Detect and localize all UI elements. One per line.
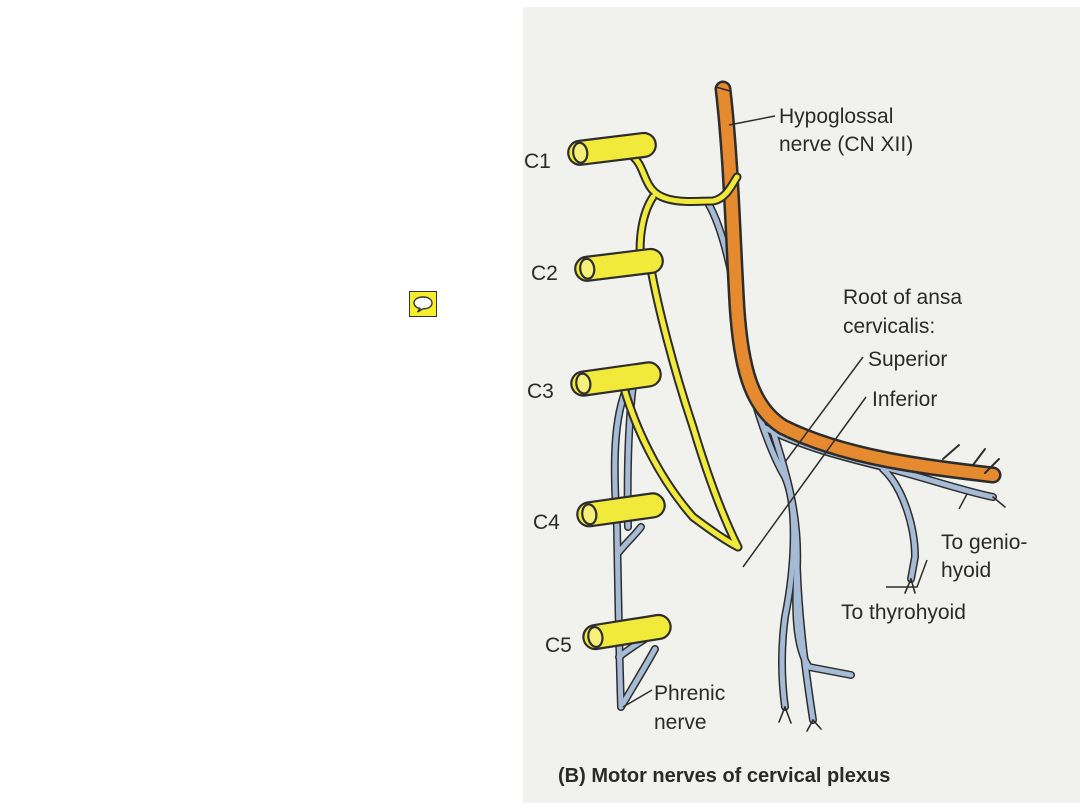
label-root-ansa-line1: Root of ansa	[843, 286, 962, 309]
label-superior: Superior	[868, 348, 947, 371]
root-c1	[567, 131, 657, 166]
label-c2: C2	[531, 262, 558, 285]
speech-bubble-icon[interactable]	[409, 291, 437, 317]
root-c5	[582, 613, 672, 651]
cervical-plexus-figure: C1 C2 C3 C4 C5 Hypoglossal nerve (CN XII…	[523, 7, 1080, 803]
label-c5: C5	[545, 634, 572, 657]
label-phrenic-line2: nerve	[654, 711, 707, 734]
label-inferior: Inferior	[872, 388, 937, 411]
spinal-nerve-roots	[567, 131, 672, 651]
label-hypoglossal-line2: nerve (CN XII)	[779, 133, 913, 156]
label-geniohyoid-line2: hyoid	[941, 559, 991, 582]
label-thyrohyoid: To thyrohyoid	[841, 601, 966, 624]
root-c2	[574, 247, 664, 282]
cervical-plexus-diagram: C1 C2 C3 C4 C5 Hypoglossal nerve (CN XII…	[524, 80, 1027, 787]
label-c1: C1	[524, 150, 551, 173]
leader-lines	[622, 115, 968, 708]
label-geniohyoid-line1: To genio-	[941, 531, 1027, 554]
root-c3	[570, 361, 662, 397]
label-c3: C3	[527, 380, 554, 403]
figure-caption: (B) Motor nerves of cervical plexus	[558, 765, 890, 787]
label-root-ansa-line2: cervicalis:	[843, 315, 935, 338]
label-c4: C4	[533, 511, 560, 534]
label-hypoglossal-line1: Hypoglossal	[779, 105, 893, 128]
label-phrenic-line1: Phrenic	[654, 682, 725, 705]
cervical-nerve-loops	[618, 150, 743, 552]
root-c4	[576, 492, 666, 528]
